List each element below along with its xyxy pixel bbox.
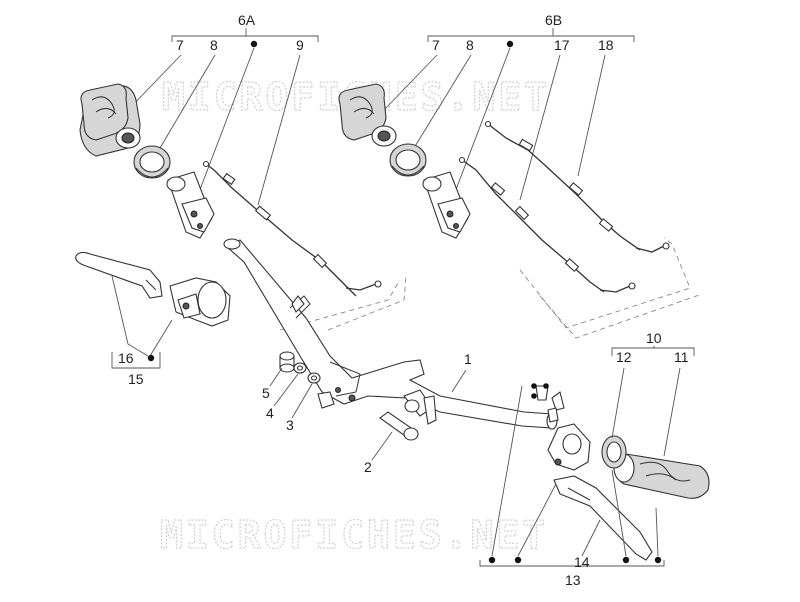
bullet-13b [514, 556, 522, 564]
callouts-handlebar: 1 2 3 4 5 [262, 351, 472, 475]
screws [535, 385, 565, 423]
label-13: 13 [565, 572, 581, 588]
brake-lever-right [553, 475, 653, 561]
label-11: 11 [674, 349, 689, 365]
label-4: 4 [266, 405, 274, 421]
callout-group-6b: 6B 7 8 17 18 [383, 12, 635, 201]
label-15: 15 [128, 371, 144, 387]
label-b8: 8 [466, 37, 474, 53]
grip-left-b [338, 83, 397, 147]
bullet-13a [488, 556, 496, 564]
label-5: 5 [262, 385, 270, 401]
assembly-line-b2 [539, 293, 703, 339]
callout-group-10: 10 12 11 [611, 330, 695, 457]
master-cylinder [169, 277, 231, 327]
callout-group-13: 13 14 [479, 383, 665, 588]
bullet-6a [250, 40, 258, 48]
bullet-6b [506, 40, 514, 48]
bullet-screw-b [543, 383, 549, 389]
spacer [279, 351, 295, 373]
label-2: 2 [364, 459, 372, 475]
watermark-bottom: MICROFICHES.NET [160, 513, 548, 557]
bullet-13c [622, 556, 630, 564]
nut [307, 372, 321, 384]
assembly-line-a [279, 279, 401, 331]
bullet-13d [654, 556, 662, 564]
bullet-screw-c [531, 393, 537, 399]
bullet-15 [147, 354, 155, 362]
right-grip-assembly [601, 435, 710, 499]
throttle-tube-a [166, 171, 215, 239]
label-16: 16 [118, 350, 134, 366]
bolt [379, 411, 419, 441]
label-3: 3 [286, 417, 294, 433]
ring-a [133, 145, 171, 179]
grip-left-a [79, 83, 141, 157]
bullet-screw-a [531, 383, 537, 389]
label-b7: 7 [432, 37, 440, 53]
label-b18: 18 [598, 37, 614, 53]
callout-group-15: 16 15 [111, 275, 173, 387]
assembly-line-b [519, 237, 691, 329]
label-1: 1 [464, 351, 472, 367]
label-b17: 17 [554, 37, 570, 53]
label-a8: 8 [210, 37, 218, 53]
handlebar-tube [223, 238, 558, 430]
right-lever-bracket [547, 423, 591, 471]
label-6b: 6B [545, 12, 562, 28]
label-14: 14 [574, 554, 590, 570]
assembly-line-a2 [327, 275, 407, 331]
label-6a: 6A [238, 12, 256, 28]
label-10: 10 [646, 330, 662, 346]
brake-lever-left [75, 251, 163, 299]
washer [293, 362, 307, 374]
throttle-cable-a [202, 160, 382, 297]
label-a7: 7 [176, 37, 184, 53]
ring-b [389, 143, 427, 177]
throttle-cables-b [458, 120, 670, 293]
label-12: 12 [616, 349, 632, 365]
throttle-tube-b [422, 171, 471, 239]
label-a9: 9 [296, 37, 304, 53]
